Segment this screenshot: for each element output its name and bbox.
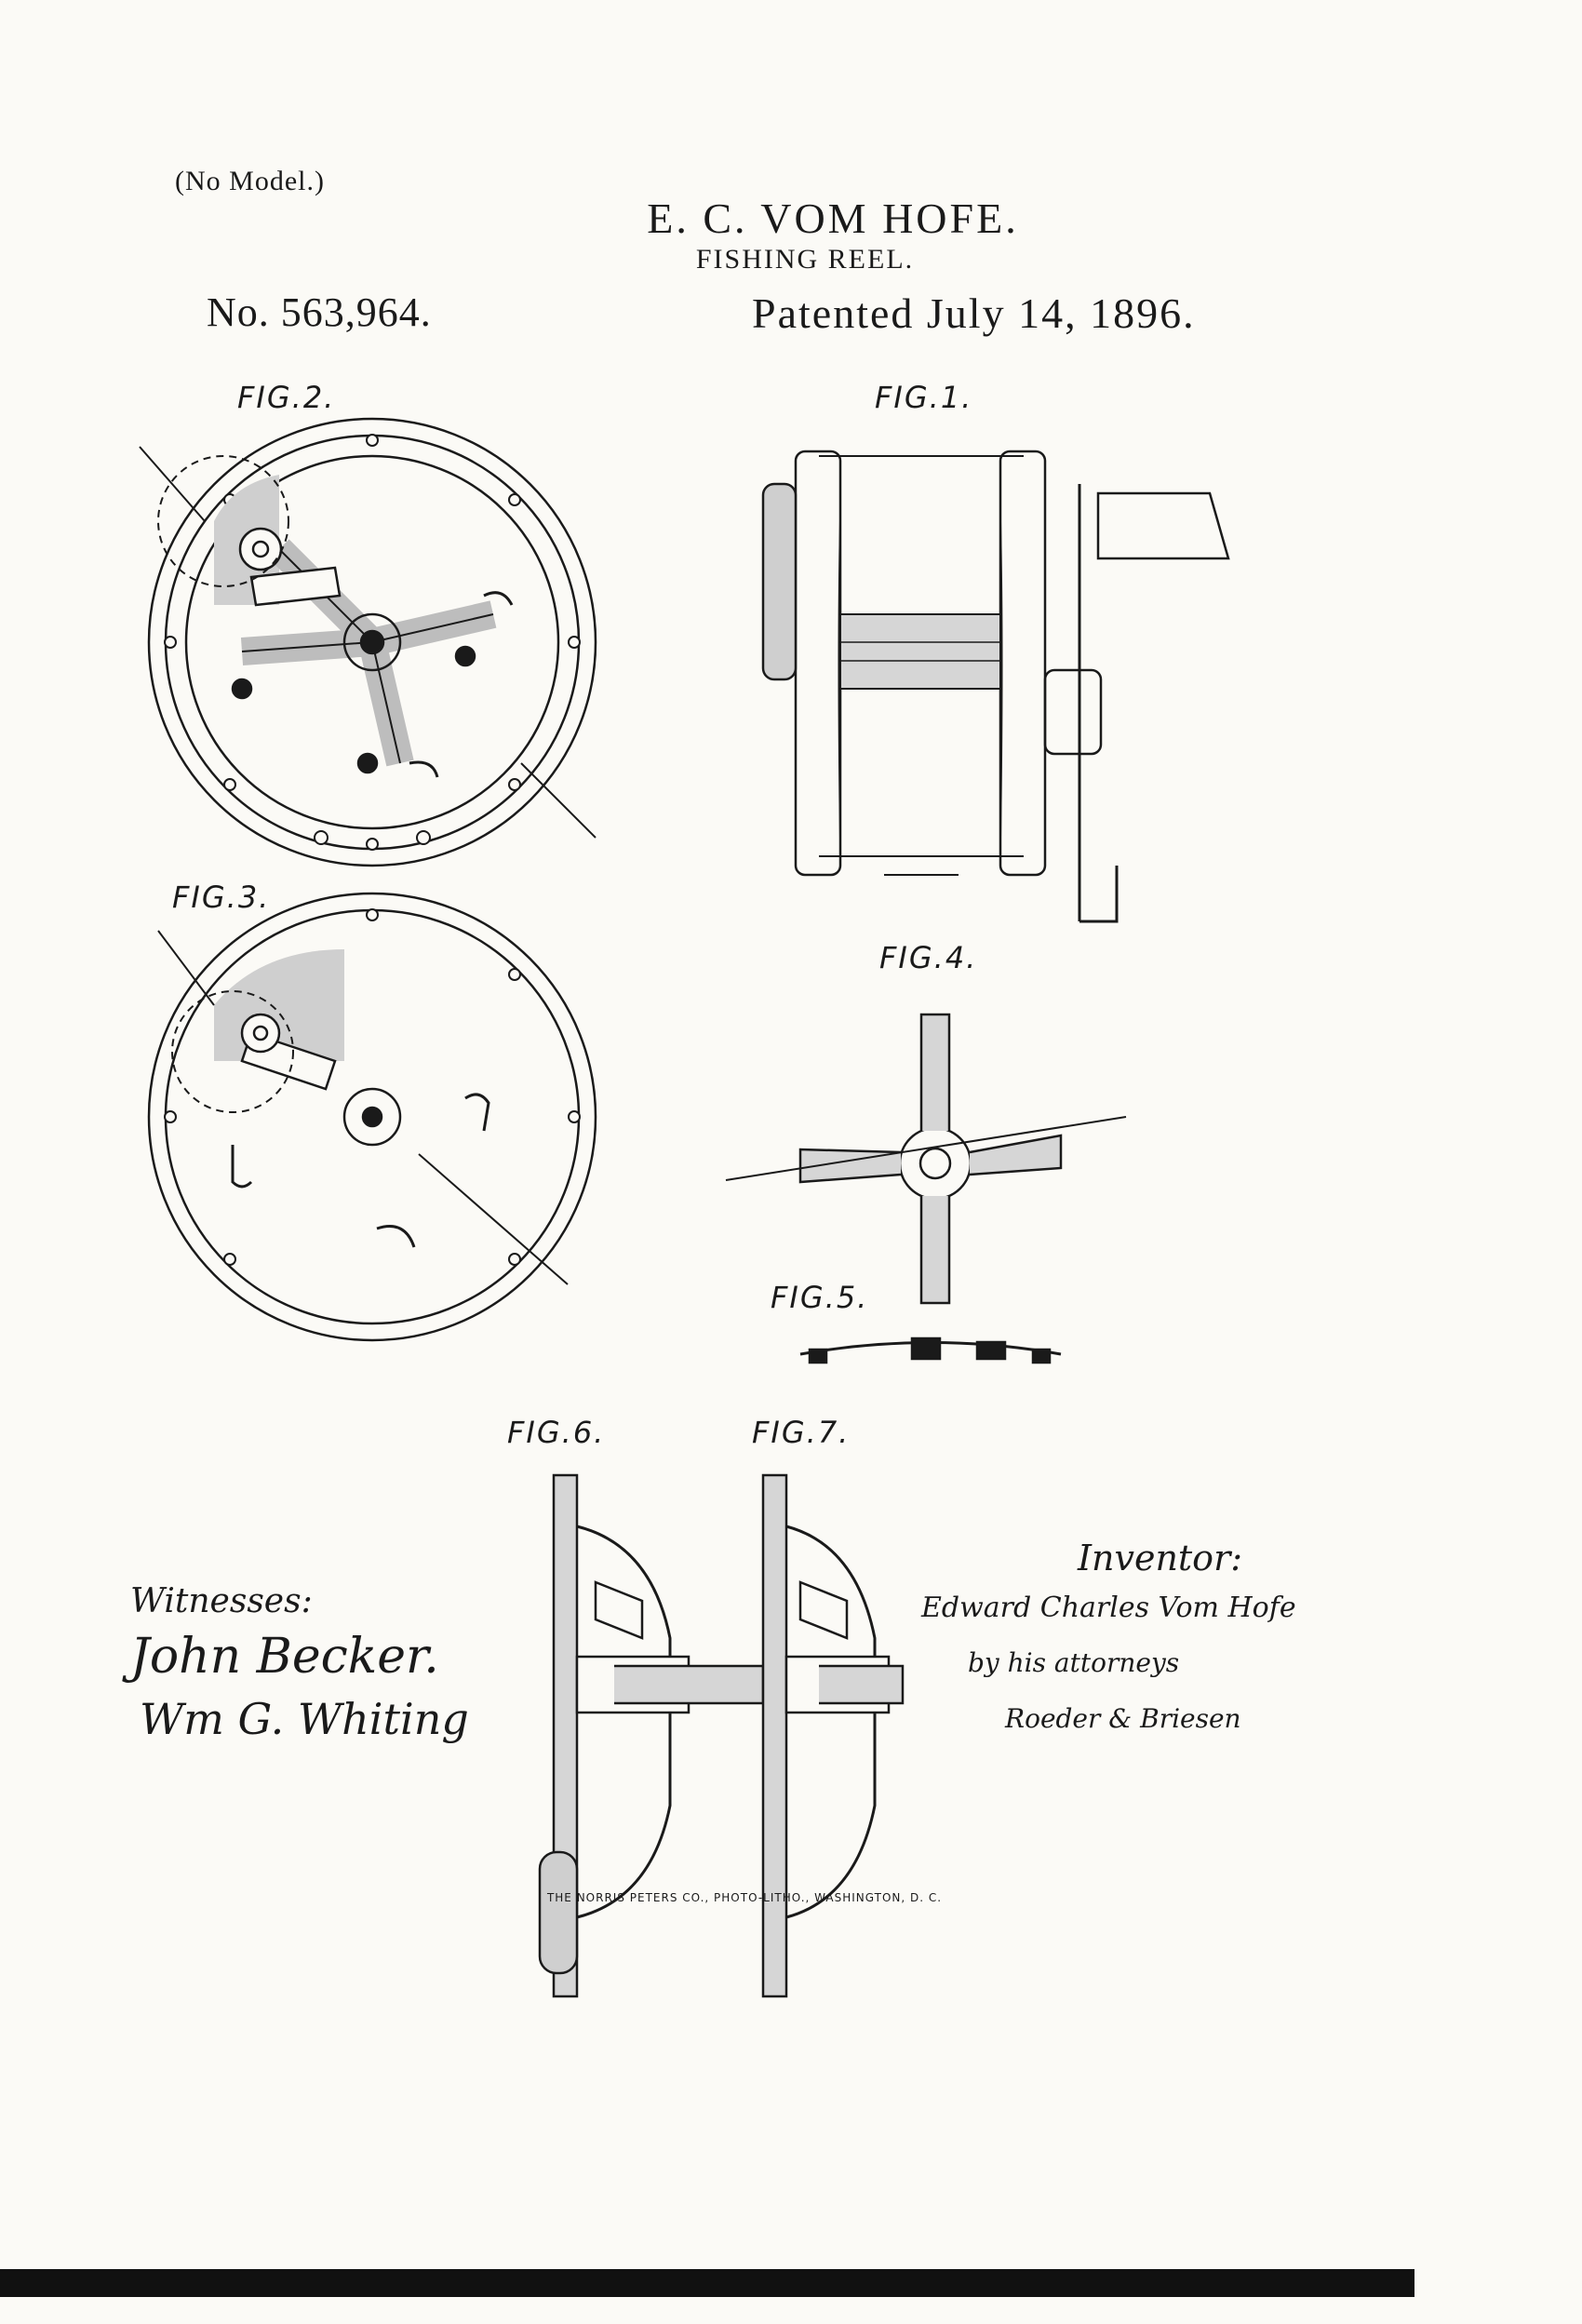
fig4-label: FIG.4. — [879, 940, 978, 975]
fig1-label: FIG.1. — [875, 380, 973, 415]
fig7-drawing — [761, 1473, 905, 1998]
patent-number: No. 563,964. — [207, 289, 432, 335]
inventor-label: Inventor: — [1078, 1538, 1243, 1578]
scan-edge-bar — [0, 2269, 1414, 2297]
invention-title: FISHING REEL. — [695, 244, 915, 275]
attorney-note: by his attorneys — [968, 1647, 1180, 1678]
inventor-heading: E. C. VOM HOFE. — [647, 195, 1019, 242]
witness-2-signature: Wm G. Whiting — [140, 1694, 469, 1744]
fig4-drawing — [725, 1013, 1127, 1305]
attorney-signature: Roeder & Briesen — [1005, 1703, 1241, 1734]
fig6-label: FIG.6. — [507, 1415, 606, 1450]
witness-1-signature: John Becker. — [130, 1629, 439, 1685]
fig5-label: FIG.5. — [771, 1280, 869, 1315]
patent-date: Patented July 14, 1896. — [752, 289, 1196, 337]
model-note: (No Model.) — [175, 166, 325, 196]
fig3-drawing — [147, 892, 597, 1342]
fig2-drawing — [139, 417, 597, 867]
fig6-drawing — [538, 1473, 765, 1998]
witnesses-label: Witnesses: — [130, 1582, 313, 1620]
fig5-drawing — [799, 1337, 1062, 1364]
fig7-label: FIG.7. — [752, 1415, 851, 1450]
fig3-label: FIG.3. — [172, 880, 271, 915]
inventor-signature: Edward Charles Vom Hofe — [921, 1592, 1296, 1624]
fig2-label: FIG.2. — [237, 380, 336, 415]
fig1-drawing — [761, 450, 1230, 923]
printer-credit: THE NORRIS PETERS CO., PHOTO-LITHO., WAS… — [546, 1891, 943, 1904]
